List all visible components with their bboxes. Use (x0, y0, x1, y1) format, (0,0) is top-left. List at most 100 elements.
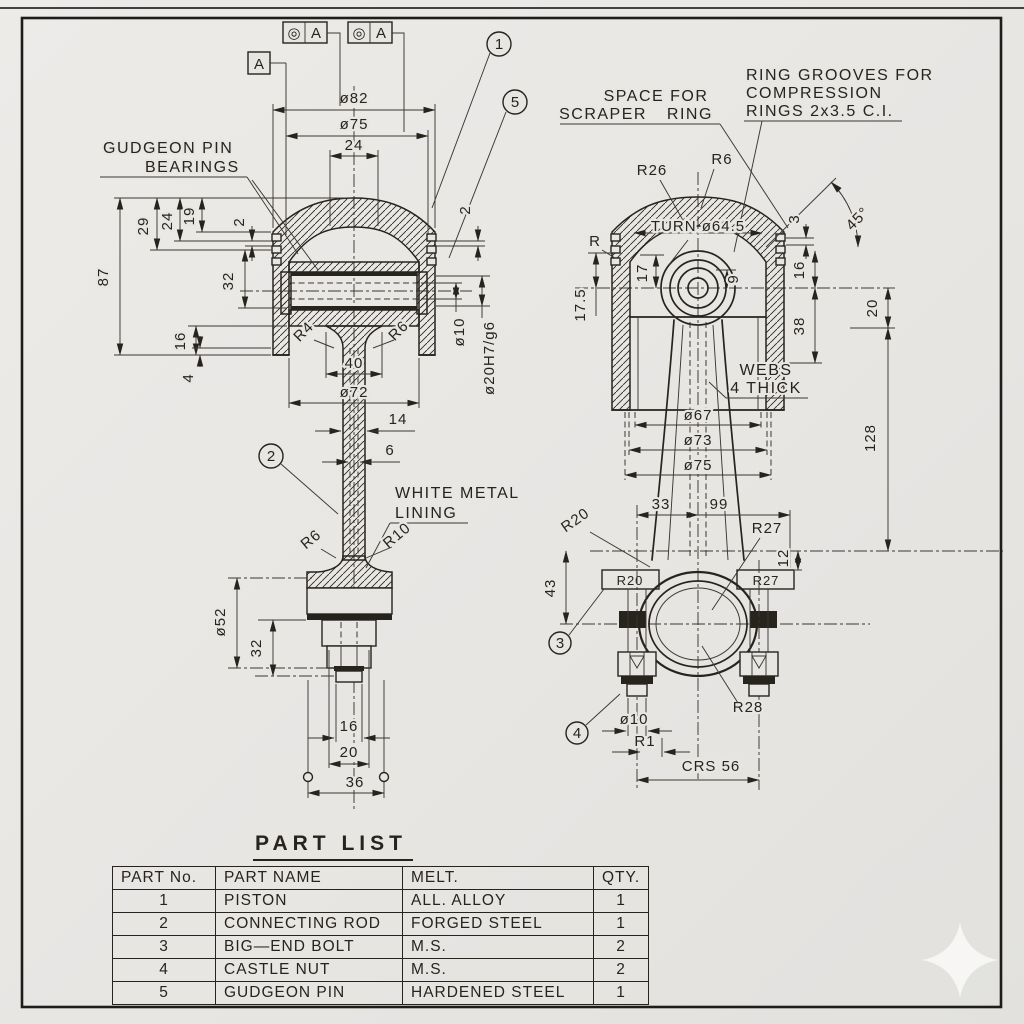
ring-grooves-right (426, 233, 437, 266)
dim-29: 29 (135, 217, 152, 236)
dim-24-left: 24 (159, 212, 176, 231)
dim-turn-dia64-5: TURN ø64.5 (651, 218, 745, 235)
side-view-annotations: SPACE FOR SCRAPER RING RING GROOVES FOR … (540, 65, 934, 784)
cell-part-no: 4 (112, 958, 216, 982)
cell-melt: ALL. ALLOY (402, 889, 594, 913)
dim-dia75b: ø75 (684, 457, 713, 474)
cell-part-no: 5 (112, 981, 216, 1005)
dim-2-left: 2 (231, 217, 248, 226)
tolerance-frame-1: ◎ A (282, 21, 341, 106)
dim-9: 9 (725, 274, 742, 283)
dim-24-top: 24 (345, 137, 364, 154)
dim-12: 12 (775, 549, 792, 568)
cell-qty: 1 (592, 889, 650, 913)
balloon-3-label: 3 (556, 635, 564, 652)
label-white-metal-1: WHITE METAL (395, 485, 520, 502)
balloon-2: 2 (258, 443, 339, 515)
dim-128: 128 (862, 424, 879, 452)
dim-r27-flange: R27 (753, 573, 780, 588)
front-view-piston-rod (240, 86, 472, 812)
dim-32: 32 (220, 272, 237, 291)
cell-part-name: PISTON (215, 889, 403, 913)
dim-19: 19 (181, 207, 198, 226)
table-row: 2 CONNECTING ROD FORGED STEEL 1 (112, 912, 650, 936)
white-metal-block (306, 587, 393, 615)
dim-dia52: ø52 (212, 608, 229, 637)
dim-r27: R27 (752, 520, 783, 537)
dim-r20-flange: R20 (617, 573, 644, 588)
col-qty: QTY. (592, 866, 650, 890)
gudgeon-pin-circles (660, 250, 736, 326)
col-part-no: PART No. (112, 866, 216, 890)
label-white-metal-2: LINING (395, 505, 457, 522)
cell-melt: FORGED STEEL (402, 912, 594, 936)
dim-45deg: 45° (843, 204, 873, 234)
bolt-boss (321, 619, 377, 647)
balloon-4: 4 (565, 693, 621, 745)
table-row: 3 BIG—END BOLT M.S. 2 (112, 935, 650, 959)
dim-dia82: ø82 (340, 90, 369, 107)
label-webs-1: WEBS (739, 362, 792, 379)
dim-17-5: 17.5 (572, 288, 589, 321)
table-row: 5 GUDGEON PIN HARDENED STEEL 1 (112, 981, 650, 1005)
cell-part-name: CASTLE NUT (215, 958, 403, 982)
label-space-2: SCRAPER RING (559, 106, 713, 123)
bolt-tip-front (335, 670, 363, 683)
sheet-border (0, 7, 1024, 1009)
dim-dia75-top: ø75 (340, 116, 369, 133)
cell-qty: 1 (592, 981, 650, 1005)
dim-dia20h7g6: ø20H7/g6 (481, 321, 498, 395)
dim-16-left: 16 (172, 332, 189, 351)
tolerance-datum: A (311, 25, 321, 42)
dim-dia72: ø72 (340, 384, 369, 401)
part-list-header-row: PART No. PART NAME MELT. QTY. (112, 866, 650, 890)
dim-43: 43 (542, 579, 559, 598)
cell-part-no: 3 (112, 935, 216, 959)
table-row: 1 PISTON ALL. ALLOY 1 (112, 889, 650, 913)
dim-r28: R28 (733, 699, 764, 716)
dim-dia73: ø73 (684, 432, 713, 449)
rod-big-end-front (306, 555, 393, 683)
ring-grooves-right-view (610, 233, 786, 266)
dim-2-right: 2 (457, 205, 474, 214)
dim-87: 87 (95, 268, 112, 287)
table-row: 4 CASTLE NUT M.S. 2 (112, 958, 650, 982)
cell-part-name: GUDGEON PIN (215, 981, 403, 1005)
cell-part-no: 2 (112, 912, 216, 936)
front-view-dimensions: ø82 ø75 24 A ◎ A ◎ A 1 (93, 21, 528, 798)
datum-flag-label: A (254, 56, 264, 73)
dim-dia10-pin: ø10 (451, 318, 468, 347)
dim-16r: 16 (791, 261, 808, 280)
label-ring-3: RINGS 2x3.5 C.I. (746, 103, 894, 120)
dim-dia10-bolt: ø10 (620, 711, 649, 728)
col-part-name: PART NAME (215, 866, 403, 890)
dim-r6-crown: R6 (711, 151, 732, 168)
balloon-2-label: 2 (267, 448, 275, 465)
balloon-5-label: 5 (511, 94, 519, 111)
dim-r26: R26 (637, 162, 668, 179)
dim-r6-rod: R6 (298, 526, 325, 553)
dim-99: 99 (710, 496, 729, 513)
label-ring-1: RING GROOVES FOR (746, 67, 934, 84)
dim-4: 4 (180, 373, 197, 382)
dim-36: 36 (346, 774, 365, 791)
label-gudgeon-1: GUDGEON PIN (103, 140, 233, 157)
dim-r20: R20 (558, 505, 593, 536)
label-ring-2: COMPRESSION (746, 85, 883, 102)
balloon-3: 3 (548, 588, 605, 655)
cell-part-no: 1 (112, 889, 216, 913)
balloon-4-label: 4 (573, 725, 581, 742)
dim-dia67: ø67 (684, 407, 713, 424)
dim-crs56: CRS 56 (682, 758, 741, 775)
dim-14: 14 (389, 411, 408, 428)
dim-20r: 20 (864, 299, 881, 318)
col-melt: MELT. (402, 866, 594, 890)
tolerance-frame-2: ◎ A (347, 21, 405, 132)
side-view-piston-rod: R20 R27 (560, 172, 1003, 790)
cell-melt: M.S. (402, 958, 594, 982)
dim-20b: 20 (340, 744, 359, 761)
dim-r1: R1 (634, 733, 655, 750)
label-gudgeon-2: BEARINGS (145, 159, 240, 176)
